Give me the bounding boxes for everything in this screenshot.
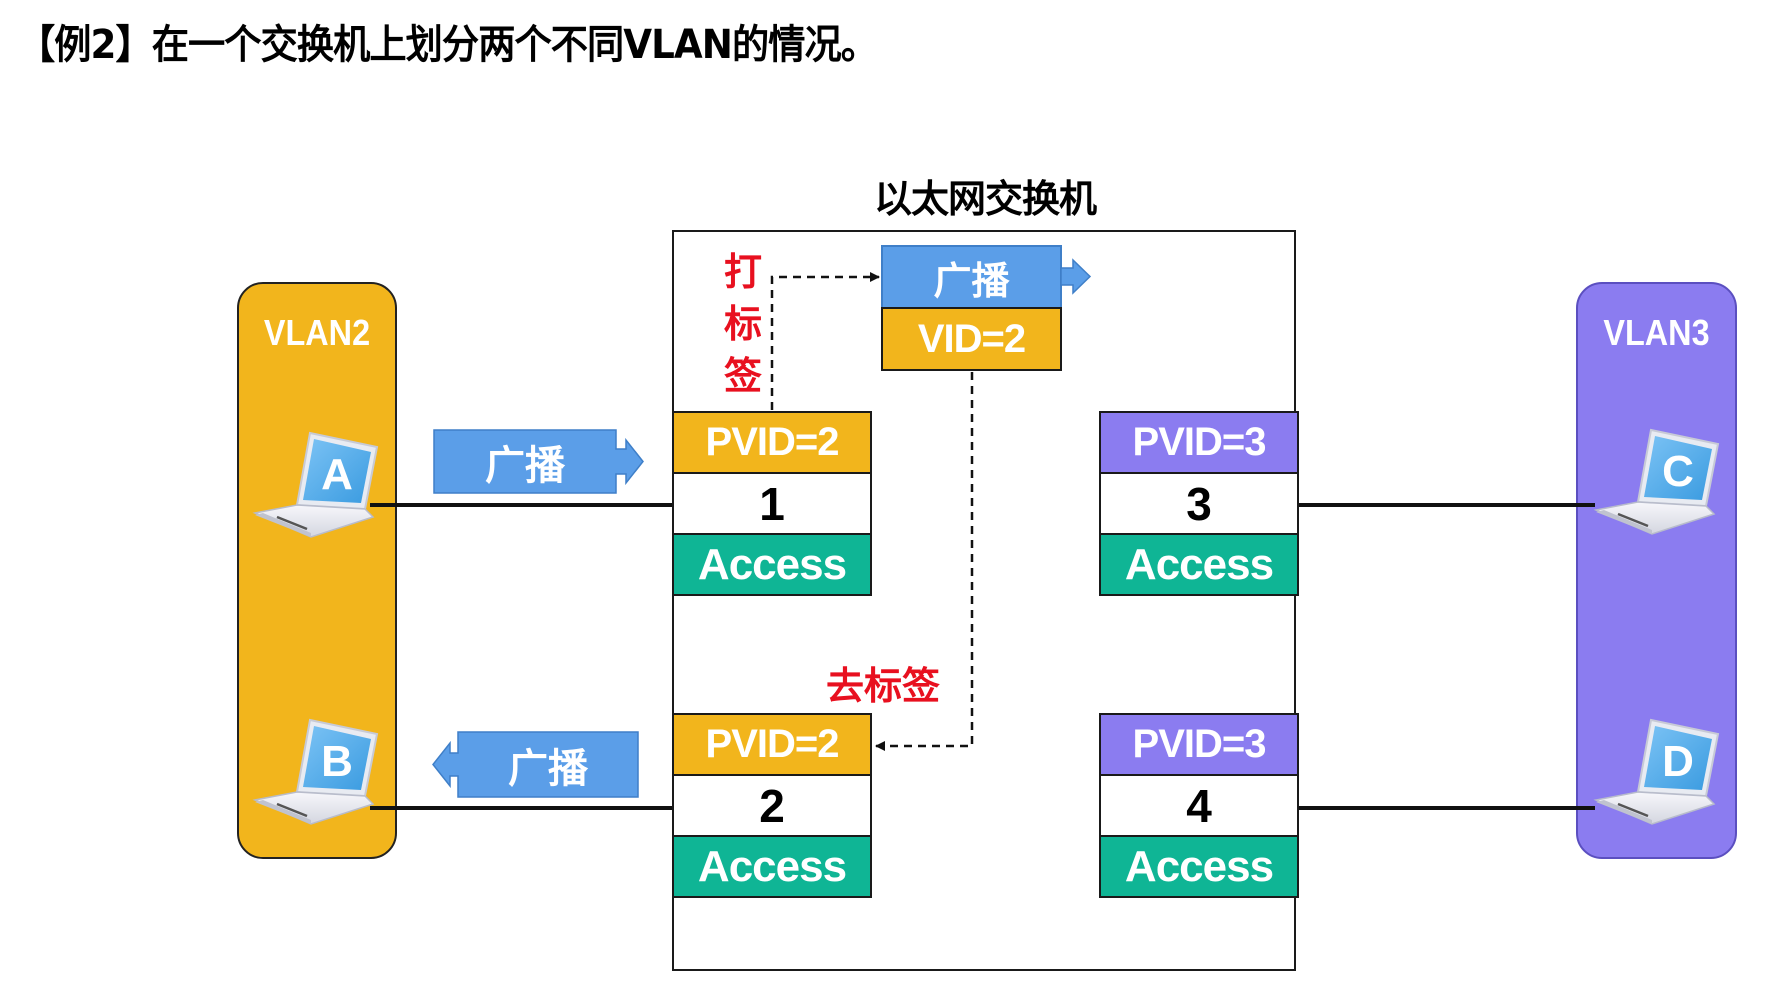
laptop-icon: D [1593,718,1720,825]
switch-title: 以太网交换机 [873,177,1097,221]
tagged-frame-vid: VID=2 [881,307,1062,371]
host-label: B [321,737,353,786]
broadcast-out-arrow [432,731,639,798]
tag-dashed-arrow [770,272,880,410]
laptop-icon: C [1593,428,1720,535]
broadcast-in-arrow [433,429,644,494]
untag-annotation: 去标签 [826,664,941,708]
link-port4-d [1297,806,1595,810]
vlan2-label: VLAN2 [263,312,371,353]
port-pvid: PVID=3 [1099,411,1299,474]
port-mode: Access [672,533,872,596]
link-b-port2 [370,806,672,810]
laptop-icon: B [252,718,379,825]
port-mode: Access [1099,835,1299,898]
vlan3-label: VLAN3 [1603,312,1710,353]
tagged-frame-payload: 广播 [881,245,1062,309]
page-title: 【例2】在一个交换机上划分两个不同VLAN的情况。 [18,22,878,68]
laptop-icon: A [252,431,379,538]
tag-annotation: 打标签 [723,250,762,398]
port-pvid: PVID=3 [1099,713,1299,776]
port-4: PVID=3 4 Access [1099,713,1299,898]
port-2: PVID=2 2 Access [672,713,872,898]
port-number: 4 [1099,774,1299,837]
tagged-frame: 广播 VID=2 [881,245,1062,371]
port-number: 3 [1099,472,1299,535]
untag-dashed-arrow [875,372,974,751]
broadcast-out-label: 广播 [508,745,588,792]
host-label: A [321,450,353,499]
host-label: D [1662,737,1694,786]
link-a-port1 [370,503,672,507]
port-mode: Access [672,835,872,898]
port-mode: Access [1099,533,1299,596]
port-3: PVID=3 3 Access [1099,411,1299,596]
host-label: C [1662,447,1694,496]
port-1: PVID=2 1 Access [672,411,872,596]
broadcast-in-label: 广播 [485,442,565,489]
frame-forward-arrow-icon [1060,258,1092,295]
port-number: 1 [672,472,872,535]
link-port3-c [1297,503,1595,507]
